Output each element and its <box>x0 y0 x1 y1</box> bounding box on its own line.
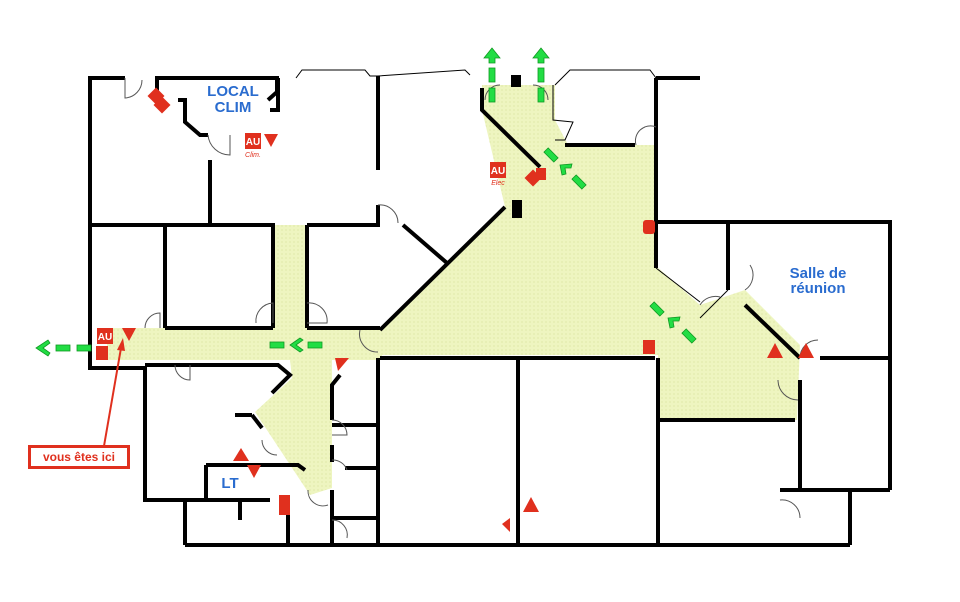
exit-arrow-up-icon <box>483 47 501 103</box>
emergency-stop-clim: AU Clim. <box>245 133 261 159</box>
fire-extinguisher-icon <box>643 220 655 234</box>
exit-arrow-up-icon <box>532 47 550 103</box>
svg-text:AU: AU <box>98 332 112 343</box>
smoke-detector-icon <box>767 343 783 358</box>
fire-alarm-icons <box>96 87 814 532</box>
room-label-local-clim-1: LOCAL <box>207 83 259 100</box>
doors <box>124 78 819 539</box>
room-label-lt: LT <box>221 475 238 492</box>
emergency-stop-elec: AU Elec <box>490 162 506 187</box>
black-box-icon <box>511 75 521 87</box>
exit-arrow-diagonal-icon <box>543 147 587 190</box>
evacuation-corridor <box>107 85 800 495</box>
exit-arrow-left-icon <box>35 339 92 357</box>
svg-text:Clim.: Clim. <box>245 152 261 159</box>
smoke-detector-icon <box>233 448 249 461</box>
walls <box>88 69 892 547</box>
room-label-salle-1: Salle de <box>790 265 847 282</box>
you-are-here-label: vous êtes ici <box>28 445 130 469</box>
room-label-salle-2: réunion <box>791 280 846 297</box>
exit-arrows <box>35 47 697 357</box>
fire-extinguisher-icon <box>643 340 655 354</box>
svg-text:Elec: Elec <box>491 180 505 187</box>
svg-text:AU: AU <box>246 137 260 148</box>
electrical-panel-icon <box>279 495 290 515</box>
svg-text:AU: AU <box>491 166 505 177</box>
emergency-stop-entrance: AU <box>97 328 113 344</box>
fire-extinguisher-icon <box>96 346 108 360</box>
exit-arrow-left-icon <box>269 337 323 353</box>
black-box-icon <box>512 200 522 218</box>
room-label-local-clim-2: CLIM <box>215 99 252 116</box>
you-are-here-pointer <box>103 338 125 447</box>
exit-arrow-diagonal-icon <box>649 301 697 344</box>
smoke-detector-icon <box>798 343 814 358</box>
